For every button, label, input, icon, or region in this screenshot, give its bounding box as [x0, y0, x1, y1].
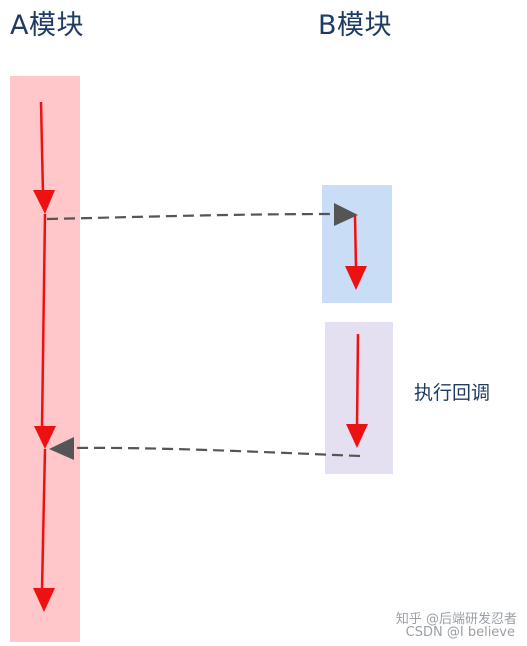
module-a-flow-arrow-2 [34, 213, 56, 449]
call-arrow-a-to-b [46, 203, 358, 226]
callback-arrow-b-to-a [49, 437, 361, 460]
module-b-flow-arrow [345, 215, 367, 290]
module-a-title: A模块 [10, 10, 84, 41]
callback-flow-arrow [346, 333, 368, 448]
module-b-title: B模块 [318, 10, 393, 41]
callback-label: 执行回调 [414, 382, 491, 404]
module-a-flow-arrow-3 [33, 448, 55, 612]
module-a-flow-arrow-1 [33, 101, 55, 214]
watermark-zhihu: 知乎 @后端研发忍者 [395, 612, 517, 627]
module-a-column [10, 76, 80, 642]
watermark-csdn: CSDN @I believe [405, 625, 515, 640]
